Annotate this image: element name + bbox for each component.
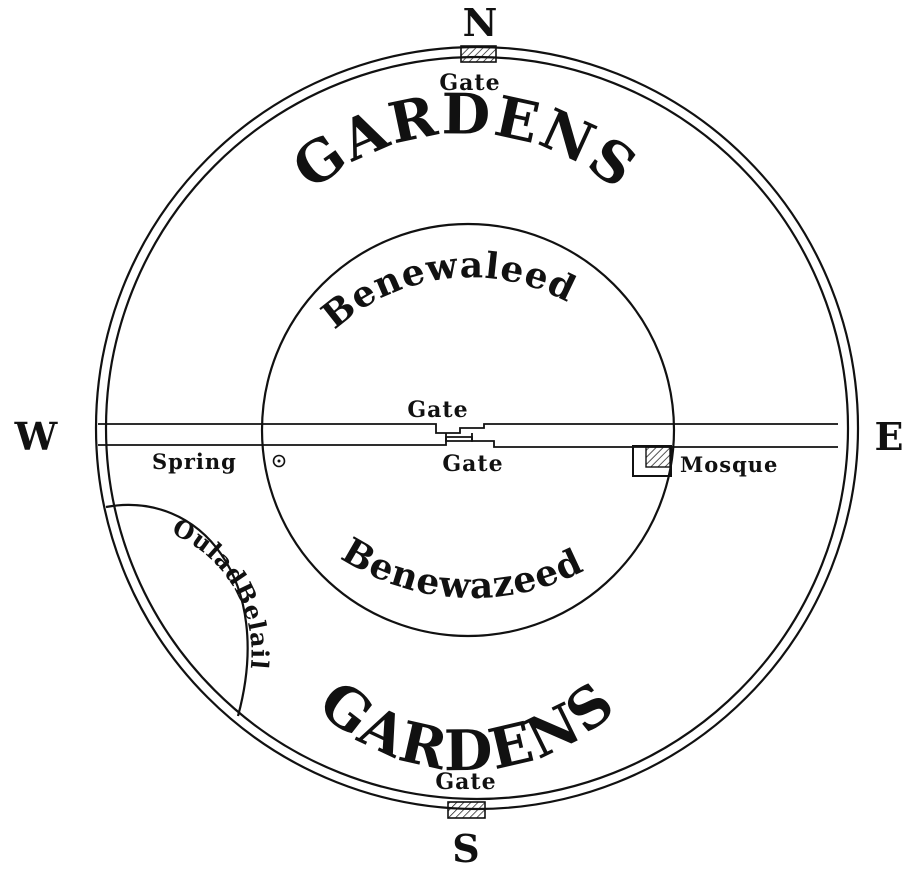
road-upper-line <box>98 423 838 434</box>
mosque-icon-fill <box>645 446 671 468</box>
mosque-label: Mosque <box>680 452 778 477</box>
gardens-top-label: GARDENS <box>281 81 650 202</box>
south-gate-block <box>447 801 486 819</box>
inner-town-wall <box>260 222 676 638</box>
road-lower-line <box>98 436 838 448</box>
gardens-bottom-label: GARDENS <box>307 668 628 784</box>
center-upper-gate-label: Gate <box>407 397 468 423</box>
center-lower-gate-label: Gate <box>442 451 503 477</box>
north-gate-block <box>460 45 497 63</box>
south-gate-label: Gate <box>435 769 496 795</box>
spring-icon <box>272 454 286 468</box>
compass-north: N <box>463 0 498 45</box>
spring-label: Spring <box>152 449 237 474</box>
compass-west: W <box>14 414 59 459</box>
center-gate-marker <box>445 433 473 442</box>
oulad-belail-label: OuladBelail <box>168 512 275 671</box>
spring-icon-dot <box>277 459 281 463</box>
compass-east: E <box>875 414 904 459</box>
mosque-icon <box>632 445 672 477</box>
compass-south: S <box>452 826 479 869</box>
benewazeed-label: Benewazeed <box>335 530 590 608</box>
north-gate-label: Gate <box>439 70 500 96</box>
oulad-belail-boundary <box>105 504 249 717</box>
